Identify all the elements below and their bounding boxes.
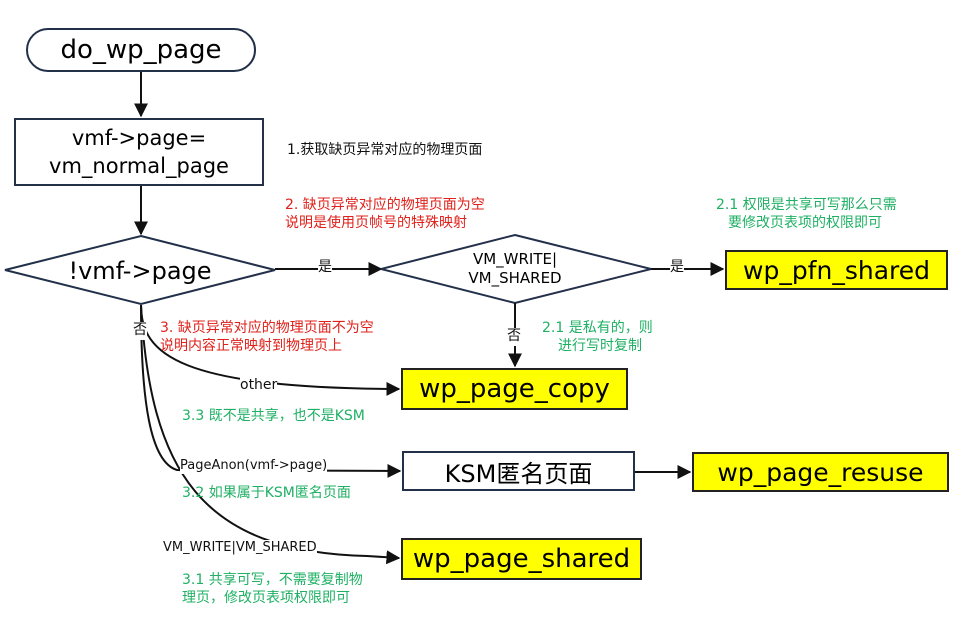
wp-page-reuse-label: wp_page_resuse [717,457,924,487]
edge-label-no-1: 否 [133,322,147,340]
note-2: 2. 缺页异常对应的物理页面为空 说明是使用页帧号的特殊映射 [285,197,485,232]
edge-label-no-2: 否 [507,328,521,346]
note-2-1-private: 2.1 是私有的，则 进行写时复制 [542,320,653,355]
edge-label-write-shared: VM_WRITE|VM_SHARED [163,540,317,557]
start-node-label: do_wp_page [60,35,222,65]
wp-page-copy-node: wp_page_copy [401,368,628,410]
note-3: 3. 缺页异常对应的物理页面不为空 说明内容正常映射到物理页上 [160,320,374,355]
assign-node: vmf->page= vm_normal_page [14,118,264,186]
note-3-line2: 说明内容正常映射到物理页上 [160,337,342,354]
note-3-1-line1: 3.1 共享可写，不需要复制物 [182,572,363,588]
decision-flags-line1: VM_WRITE| [472,249,558,268]
curve-anon-to-ksm [140,304,402,478]
wp-page-reuse-node: wp_page_resuse [692,452,949,492]
note-2-line2: 说明是使用页帧号的特殊映射 [285,214,467,231]
note-2-1-shared-line2: 要修改页表项的权限即可 [728,214,882,231]
note-2-line1: 2. 缺页异常对应的物理页面为空 [285,197,485,213]
edge-label-yes-1: 是 [318,259,332,277]
note-3-1: 3.1 共享可写，不需要复制物 理页，修改页表项权限即可 [182,572,363,607]
wp-page-copy-label: wp_page_copy [419,374,610,404]
edge-label-page-anon: PageAnon(vmf->page) [180,458,328,475]
note-3-1-line2: 理页，修改页表项权限即可 [182,589,350,606]
assign-node-line2: vm_normal_page [49,154,229,178]
assign-node-line1: vmf->page= [71,125,207,150]
wp-page-shared-label: wp_page_shared [412,544,631,574]
note-2-1-shared-line1: 2.1 权限是共享可写那么只需 [716,197,897,213]
note-2-1-private-line1: 2.1 是私有的，则 [542,320,653,336]
decision-page-label-box: !vmf->page [30,252,250,290]
wp-pfn-shared-label: wp_pfn_shared [743,255,930,285]
start-node: do_wp_page [26,28,256,72]
note-3-3: 3.3 既不是共享，也不是KSM [182,408,365,424]
decision-diamond-page [4,234,276,306]
ksm-anon-node: KSM匿名页面 [402,451,635,491]
edge-label-yes-2: 是 [670,259,684,277]
note-3-line1: 3. 缺页异常对应的物理页面不为空 [160,320,374,336]
decision-page-label: !vmf->page [68,257,212,285]
note-2-1-shared: 2.1 权限是共享可写那么只需 要修改页表项的权限即可 [716,197,897,232]
wp-page-shared-node: wp_page_shared [401,538,642,580]
wp-pfn-shared-node: wp_pfn_shared [725,250,948,290]
note-1: 1.获取缺页异常对应的物理页面 [287,142,483,158]
curve-shared-to-page-shared [140,304,401,565]
decision-flags-label-box: VM_WRITE| VM_SHARED [430,246,600,292]
ksm-anon-label: KSM匿名页面 [444,459,593,488]
decision-flags-line2: VM_SHARED [468,269,562,287]
edge-label-other: other [240,377,278,395]
note-3-2: 3.2 如果属于KSM匿名页面 [182,485,351,501]
note-2-1-private-line2: 进行写时复制 [558,337,642,354]
